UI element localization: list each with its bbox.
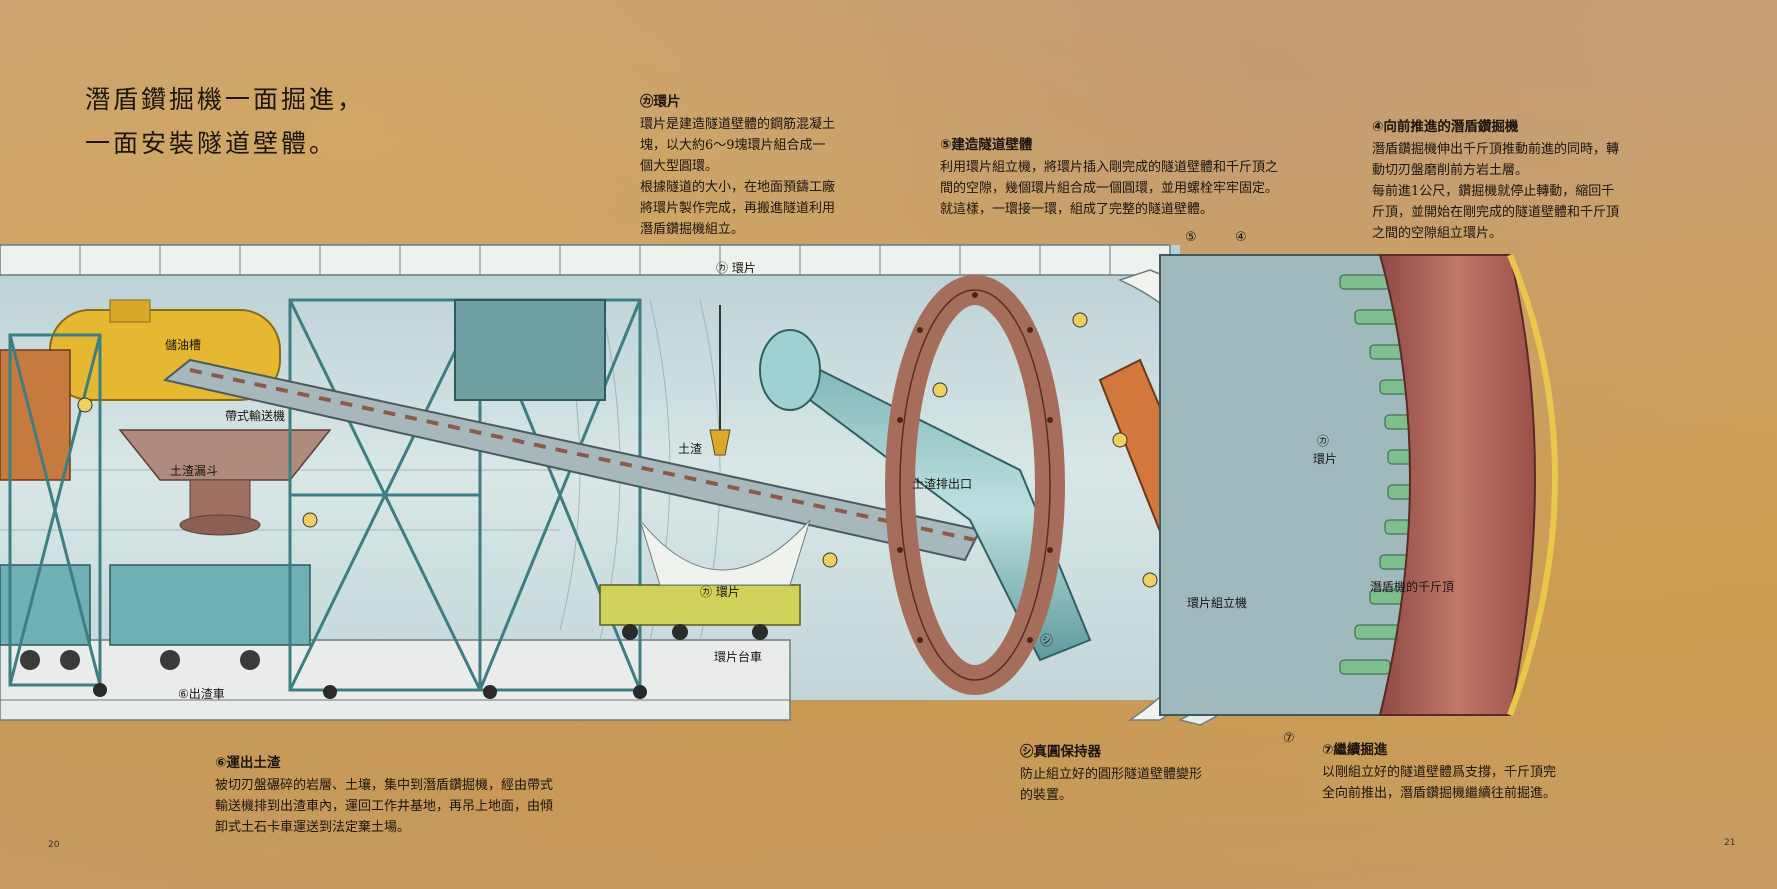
annotation-title: ㋕環片: [640, 94, 681, 110]
annotation-line: 環片是建造隧道壁體的鋼筋混凝土: [640, 117, 836, 132]
annotation-build-wall: ⑤建造隧道壁體 利用環片組立機，將環片插入剛完成的隧道壁體和千斤頂之 間的空隙，…: [940, 135, 1300, 220]
annotation-line: 塊，以大約6～9塊環片組合成一: [640, 138, 826, 153]
annotation-line: 間的空隙，幾個環片組合成一個圓環，並用螺栓牢牢固定。: [940, 181, 1279, 196]
label-muck-hopper: 土渣漏斗: [170, 464, 219, 478]
annotation-title: ⑦繼續掘進: [1322, 742, 1388, 758]
annotation-line: 潛盾鑽掘機組立。: [640, 222, 745, 237]
annotation-title: ⑥運出土渣: [215, 755, 281, 771]
annotation-line: 全向前推出，潛盾鑽掘機繼續往前掘進。: [1322, 786, 1557, 801]
annotation-title: ㋛真圓保持器: [1020, 744, 1101, 760]
label-belt-conveyor: 帶式輸送機: [225, 409, 286, 423]
label-step-4: ④: [1235, 230, 1247, 245]
annotation-line: 被切刃盤碾碎的岩層、土壤，集中到潛盾鑽掘機，經由帶式: [215, 778, 554, 793]
annotation-line: 利用環片組立機，將環片插入剛完成的隧道壁體和千斤頂之: [940, 160, 1279, 175]
label-oil-tank: 儲油槽: [165, 338, 202, 352]
label-step-7: ⑦: [1283, 731, 1295, 746]
annotation-line: 防止組立好的圓形隧道壁體變形: [1020, 767, 1203, 782]
label-ring-right-mark: ㋕: [1317, 434, 1330, 448]
heading-line-1: 潛盾鑽掘機一面掘進，: [85, 85, 366, 114]
page-number-left: 20: [48, 840, 60, 850]
label-erector: 環片組立機: [1187, 596, 1248, 610]
label-roundness-mark: ㋛: [1040, 634, 1054, 649]
label-muck: 土渣: [678, 442, 703, 456]
label-ring-top: ㋕ 環片: [716, 261, 756, 275]
label-ring-right: 環片: [1313, 452, 1338, 466]
page-heading: 潛盾鑽掘機一面掘進， 一面安裝隧道壁體。: [85, 78, 445, 166]
label-ring-cart: 環片台車: [714, 650, 763, 664]
annotation-line: 卸式土石卡車運送到法定棄土場。: [215, 820, 411, 835]
annotation-title: ⑤建造隧道壁體: [940, 137, 1033, 153]
annotation-line: 根據隧道的大小，在地面預鑄工廠: [640, 180, 836, 195]
annotation-ring: ㋕環片 環片是建造隧道壁體的鋼筋混凝土 塊，以大約6～9塊環片組合成一 個大型圓…: [640, 92, 860, 240]
annotation-line: 輸送機排到出渣車內，運回工作井基地，再吊上地面，由傾: [215, 799, 554, 814]
label-muck-outlet: 土渣排出口: [912, 477, 973, 491]
annotation-line: 每前進1公尺，鑽掘機就停止轉動，縮回千: [1372, 184, 1615, 199]
annotation-muck: ⑥運出土渣 被切刃盤碾碎的岩層、土壤，集中到潛盾鑽掘機，經由帶式 輸送機排到出渣…: [215, 753, 615, 838]
annotation-title: ④向前推進的潛盾鑽掘機: [1372, 119, 1519, 135]
page-number-right: 21: [1724, 838, 1736, 848]
annotation-line: 就這樣，一環接一環，組成了完整的隧道壁體。: [940, 202, 1214, 217]
label-step-5: ⑤: [1185, 230, 1197, 245]
annotation-line: 斤頂，並開始在剛完成的隧道壁體和千斤頂: [1372, 205, 1620, 220]
label-shield-jack: 潛盾機的千斤頂: [1370, 580, 1455, 594]
heading-line-2: 一面安裝隧道壁體。: [85, 129, 338, 158]
annotation-line: 之間的空隙組立環片。: [1372, 226, 1503, 241]
annotation-advance: ④向前推進的潛盾鑽掘機 潛盾鑽掘機伸出千斤頂推動前進的同時，轉 動切刃盤磨削前方…: [1372, 117, 1672, 244]
annotation-line: 將環片製作完成，再搬進隧道利用: [640, 201, 836, 216]
annotation-roundness: ㋛真圓保持器 防止組立好的圓形隧道壁體變形 的裝置。: [1020, 742, 1260, 806]
annotation-line: 潛盾鑽掘機伸出千斤頂推動前進的同時，轉: [1372, 142, 1620, 157]
annotation-continue: ⑦繼續掘進 以剛組立好的隧道壁體爲支撐，千斤頂完 全向前推出，潛盾鑽掘機繼續往前…: [1322, 740, 1602, 804]
annotation-line: 的裝置。: [1020, 788, 1073, 803]
label-muck-car: ⑥出渣車: [178, 687, 225, 701]
annotation-line: 以剛組立好的隧道壁體爲支撐，千斤頂完: [1322, 765, 1557, 780]
label-ring-mid: ㋕ 環片: [700, 585, 740, 599]
annotation-line: 動切刃盤磨削前方岩土層。: [1372, 163, 1529, 178]
annotation-line: 個大型圓環。: [640, 159, 719, 174]
